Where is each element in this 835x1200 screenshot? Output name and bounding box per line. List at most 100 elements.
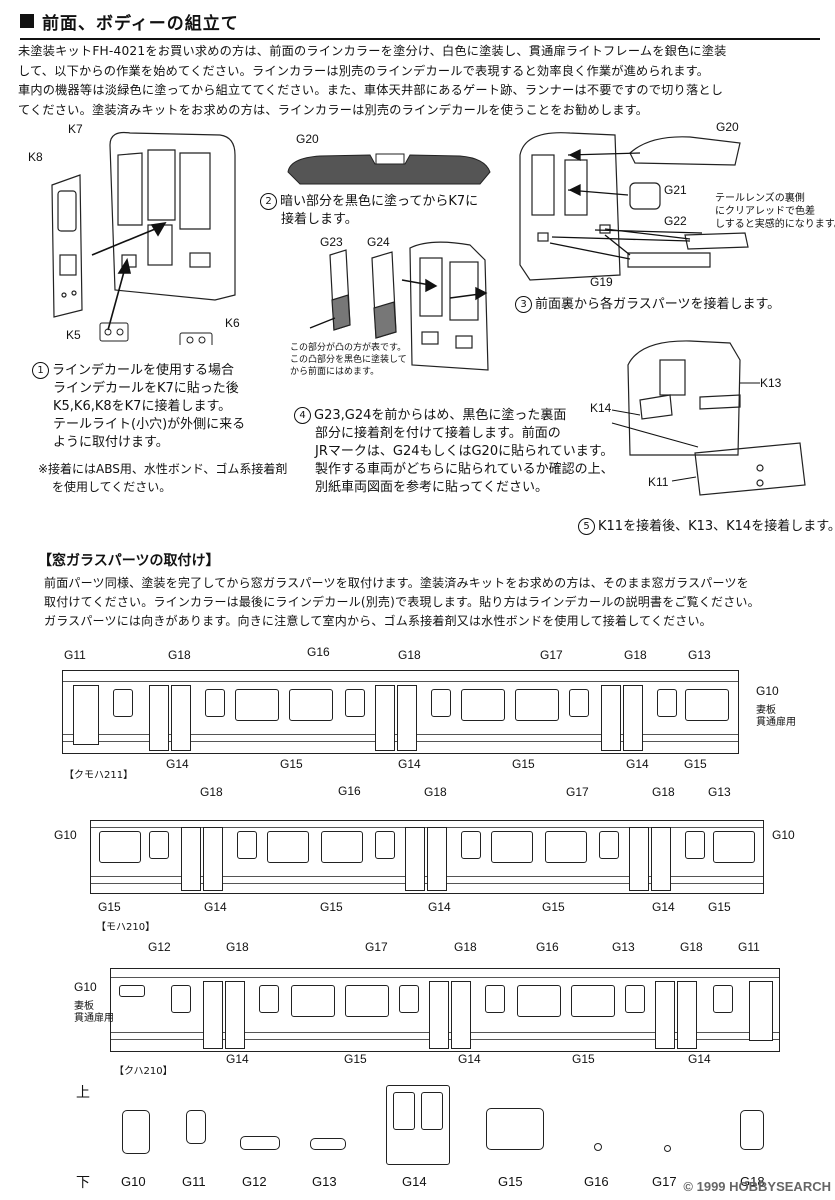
car2-bottom-label: G15 — [708, 900, 731, 914]
window-g15 — [267, 831, 309, 863]
label-k7: K7 — [68, 122, 83, 136]
door — [181, 827, 201, 891]
part-label: G18 — [740, 1174, 765, 1189]
part-g14-drawing — [386, 1085, 450, 1165]
part-label: G10 — [121, 1174, 146, 1189]
window-g15 — [685, 689, 729, 721]
car1-bottom-label: G14 — [166, 757, 189, 771]
window-g15 — [517, 985, 561, 1017]
label-k11: K11 — [648, 475, 669, 489]
label-k6: K6 — [225, 316, 240, 330]
orientation-top-mark: 上 — [76, 1085, 90, 1101]
step-number: 3 — [515, 296, 532, 313]
part-label: G13 — [312, 1174, 337, 1189]
g20-part-drawing — [287, 153, 491, 185]
intro-line: 車内の機器等は淡緑色に塗ってから組立ててください。また、車体天井部にあるゲート跡… — [18, 83, 724, 97]
window-g15 — [321, 831, 363, 863]
window-g18 — [205, 689, 225, 717]
car3-top-label: G13 — [612, 940, 635, 954]
door — [677, 981, 697, 1049]
section-title: 前面、ボディーの組立て — [42, 13, 239, 34]
note-line: この凸部分を黒色に塗装して — [290, 355, 407, 365]
label-g20: G20 — [296, 132, 319, 146]
step-line: K11を接着後、K13、K14を接着します。 — [598, 519, 835, 534]
window-g18 — [685, 831, 705, 859]
window-g18 — [625, 985, 645, 1013]
step-line: ように取付けます。 — [53, 435, 169, 450]
window-g18 — [113, 689, 133, 717]
car1-bottom-label: G14 — [626, 757, 649, 771]
car1-top-label: G16 — [307, 645, 330, 659]
window-g15 — [289, 689, 333, 721]
car2-bottom-label: G15 — [320, 900, 343, 914]
car2-bottom-label: G14 — [428, 900, 451, 914]
diagram-front-rear — [519, 132, 749, 281]
label-g19: G19 — [590, 275, 613, 289]
car3-bottom-label: G15 — [572, 1052, 595, 1066]
step-line: ラインデカールをK7に貼った後 — [53, 381, 239, 396]
car3-top-label: G11 — [738, 940, 760, 954]
car1-bottom-label: G15 — [512, 757, 535, 771]
step-line: 別紙車両図面を参考に貼ってください。 — [315, 480, 548, 495]
intro-line: てください。塗装済みキットをお求めの方は、ラインカラーは別売のラインデカールを使… — [18, 102, 649, 117]
door — [651, 827, 671, 891]
window-g18 — [375, 831, 395, 859]
window-g15 — [291, 985, 335, 1017]
car2-bottom-label: G15 — [98, 900, 121, 914]
car2-top-label: G18 — [424, 785, 447, 799]
section2-paragraph: 前面パーツ同様、塗装を完了してから窓ガラスパーツを取付けます。塗装済みキットをお… — [44, 574, 760, 631]
window-g15 — [235, 689, 279, 721]
car2-bottom-label: G14 — [652, 900, 675, 914]
window-g18 — [657, 689, 677, 717]
intro-line: 未塗装キットFH-4021をお買い求めの方は、前面のラインカラーを塗分け、白色に… — [18, 44, 727, 58]
label-g24: G24 — [367, 235, 390, 249]
step-line: K5,K6,K8をK7に接着します。 — [53, 399, 232, 414]
door — [203, 827, 223, 891]
window-g15 — [545, 831, 587, 863]
watermark: © 1999 HOBBYSEARCH — [683, 1179, 831, 1194]
window-g15 — [99, 831, 141, 863]
car2-top-label: G13 — [708, 785, 731, 799]
paragraph-line: ガラスパーツには向きがあります。向きに注意して室内から、ゴム系接着剤又は水性ボン… — [44, 614, 712, 628]
door — [73, 685, 99, 745]
step-line: 部分に接着剤を付けて接着します。前面の — [315, 426, 561, 441]
label-g22: G22 — [664, 214, 687, 228]
window-g18 — [431, 689, 451, 717]
note-line: から前面にはめます。 — [290, 367, 380, 377]
car2-left-label: G10 — [54, 828, 77, 842]
bullet-square-icon — [20, 14, 34, 28]
note-line: にクリアレッドで色差 — [715, 206, 815, 217]
car3-top-label: G12 — [148, 940, 171, 954]
door — [601, 685, 621, 751]
part-g12-drawing — [240, 1136, 280, 1150]
car1-bottom-label: G15 — [280, 757, 303, 771]
step-line: 製作する車両がどちらに貼られているか確認の上、 — [315, 462, 614, 477]
car1-top-label: G18 — [168, 648, 191, 662]
step-line: テールライト(小穴)が外側に来る — [53, 417, 246, 432]
window-g18 — [461, 831, 481, 859]
label-g20-rear: G20 — [716, 120, 739, 134]
window-g15 — [345, 985, 389, 1017]
door — [629, 827, 649, 891]
step-line: JRマークは、G24もしくはG20に貼られています。 — [315, 444, 614, 459]
diagram-k11-k13 — [611, 340, 806, 496]
note-line: この部分が凸の方が表です。 — [290, 343, 407, 353]
car3-top-label: G17 — [365, 940, 388, 954]
window-g15 — [491, 831, 533, 863]
car2-bottom-label: G14 — [204, 900, 227, 914]
paragraph-line: 取付けてください。ラインカラーは最後にラインデカール(別売)で表現します。貼り方… — [44, 595, 760, 609]
car2-top-label: G17 — [566, 785, 589, 799]
car2-top-label: G18 — [200, 785, 223, 799]
car3-side-label: G10 — [74, 980, 97, 994]
window-g15 — [515, 689, 559, 721]
car3-top-label: G18 — [454, 940, 477, 954]
step-line: ラインデカールを使用する場合 — [52, 363, 235, 378]
car-kuha210-drawing — [110, 968, 780, 1052]
car1-bottom-label: G15 — [684, 757, 707, 771]
window-g18 — [171, 985, 191, 1013]
car2-top-label: G18 — [652, 785, 675, 799]
part-label: G14 — [402, 1174, 427, 1189]
